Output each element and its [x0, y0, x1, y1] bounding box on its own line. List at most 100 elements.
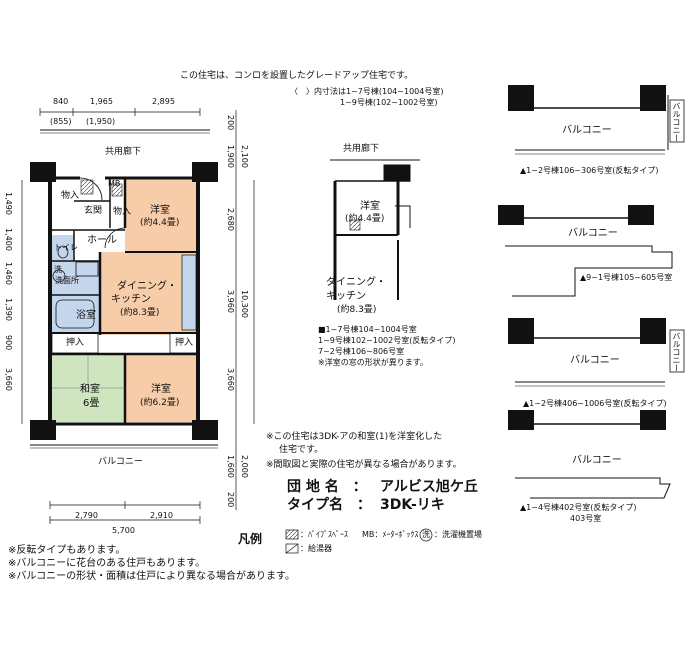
dimension-lines	[21, 108, 255, 524]
complex-name-label: 団 地 名 ：	[287, 479, 367, 495]
variant-note-2: 1~9号棟102~1002号室(反転タイプ)	[318, 336, 456, 345]
dim-bottom-total: 5,700	[112, 526, 135, 535]
main-plan-fills	[51, 178, 198, 422]
label-dining: ダイニング・	[117, 281, 177, 292]
type-name-value: 3DK-リキ	[380, 497, 445, 513]
label-dining-area: (約8.3畳)	[120, 308, 160, 318]
complex-name-value: アルビス旭ケ丘	[380, 479, 478, 495]
dim-right-6: 10,300	[240, 290, 249, 318]
balcony-2-caption: ▲9~1号棟105~605号室	[580, 273, 673, 282]
dim-right-4: 2,680	[226, 208, 235, 231]
dim-left-1: 1,490	[4, 192, 13, 215]
label-western-small-area: (約4.4畳)	[140, 218, 180, 228]
label-toilet: トイレ	[54, 243, 78, 252]
dim-right-2: 1,900	[226, 145, 235, 168]
variant-western-label: 洋室	[360, 201, 380, 212]
dim-left-6: 3,660	[4, 368, 13, 391]
dim-top-1: 840	[53, 97, 69, 106]
info-note-1: ※この住宅は3DK-アの和室(1)を洋室化した	[266, 432, 443, 442]
balcony-1-label: バルコニー	[562, 125, 612, 136]
balcony-4-caption: ▲1~4号棟402号室(反転タイプ)	[520, 503, 637, 512]
footnote-3: ※バルコニーの形状・面積は住戸により異なる場合があります。	[8, 571, 295, 582]
legend-icons	[285, 528, 433, 554]
variant-note-1: ■1~7号棟104~1004号室	[318, 325, 417, 334]
balcony-1-caption: ▲1~2号棟106~306号室(反転タイプ)	[520, 166, 659, 175]
label-bath: 浴室	[76, 310, 96, 321]
pipe-space-1	[111, 183, 123, 197]
dim-right-1: 200	[226, 115, 235, 131]
inner-dimension-note-1: 〈 〉内寸法は1~7号棟(104~1004号室)	[290, 87, 444, 96]
dim-left-5: 900	[4, 335, 13, 351]
inner-dimension-note-2: 1~9号棟(102~1002号室)	[340, 98, 438, 107]
kitchen-counter	[181, 254, 197, 331]
pipe-space-2	[80, 179, 94, 195]
label-japanese-area: 6畳	[83, 398, 100, 409]
dim-right-8: 1,600	[226, 455, 235, 478]
label-meter-box: MB	[108, 179, 121, 188]
label-washroom: 洗面所	[55, 276, 79, 285]
dim-right-3: 2,100	[240, 145, 249, 168]
footnote-1: ※反転タイプもあります。	[8, 545, 126, 556]
balcony-3-side-label: バルコニー	[672, 332, 681, 372]
variant-dining-area: (約8.3畳)	[337, 305, 377, 315]
dim-top-sub-1: (855)	[50, 117, 72, 126]
label-western-small: 洋室	[150, 205, 170, 216]
dim-right-5: 3,960	[226, 290, 235, 313]
variant-dining-label: ダイニング・	[326, 277, 386, 288]
variant-kitchen-label: キッチン	[326, 291, 366, 302]
type-name-label: タイプ名 ：	[287, 497, 371, 513]
label-entrance: 玄関	[84, 206, 103, 216]
room-western-small	[125, 178, 197, 255]
dim-top-2: 1,965	[90, 97, 113, 106]
label-storage-2: 物入	[113, 207, 132, 217]
balcony-3-caption: ▲1~2号棟406~1006号室(反転タイプ)	[523, 399, 667, 408]
label-closet-left: 押入	[66, 338, 85, 348]
variant-western-area: (約4.4畳)	[345, 214, 385, 224]
main-corridor-label: 共用廊下	[105, 147, 142, 157]
legend-laundry: ：洗濯機置場	[434, 530, 482, 539]
label-western-large: 洋室	[151, 384, 171, 395]
legend-water-heater: ：給湯器	[300, 544, 332, 553]
dim-right-9: 2,000	[240, 455, 249, 478]
dim-bottom-1: 2,790	[75, 511, 98, 520]
main-plan-walls	[30, 129, 218, 449]
laundry-legend-icon	[419, 528, 433, 542]
variant-plan	[330, 159, 420, 300]
dim-left-4: 1,390	[4, 298, 13, 321]
water-heater-legend-icon	[285, 543, 299, 554]
variant-note-4: ※洋室の窓の形状が異ります。	[318, 358, 428, 367]
room-dining-kitchen	[100, 252, 197, 335]
header-note: この住宅は、コンロを設置したグレードアップ住宅です。	[180, 71, 414, 81]
dim-right-10: 200	[226, 492, 235, 508]
balcony-variants	[498, 85, 685, 499]
label-japanese: 和室	[80, 384, 100, 395]
label-hall: ホール	[87, 235, 117, 246]
label-closet-right: 押入	[175, 338, 194, 348]
dim-top-3: 2,895	[152, 97, 175, 106]
dim-top-sub-2: (1,950)	[86, 117, 116, 126]
info-note-2: ※間取図と実際の住宅が異なる場合があります。	[266, 460, 462, 470]
label-storage-1: 物入	[61, 191, 80, 201]
label-western-large-area: (約6.2畳)	[140, 398, 180, 408]
legend-title: 凡例	[238, 532, 263, 546]
legend-meter-box: MB：ﾒｰﾀｰﾎﾞｯｸｽ	[362, 530, 419, 539]
dim-left-3: 1,460	[4, 262, 13, 285]
room-western-large	[125, 354, 197, 422]
pipe-space-legend-icon	[285, 529, 299, 540]
dim-left-2: 1,400	[4, 228, 13, 251]
info-note-1b: 住宅です。	[279, 445, 324, 455]
area-toilet	[52, 235, 74, 261]
washer-mark: 洗	[54, 265, 62, 274]
dim-bottom-2: 2,910	[150, 511, 173, 520]
variant-corridor-label: 共用廊下	[343, 144, 380, 154]
legend-laundry-mark: 洗	[422, 530, 430, 539]
balcony-4-caption-2: 403号室	[570, 514, 602, 523]
label-kitchen: キッチン	[111, 294, 151, 305]
main-balcony-label: バルコニー	[98, 457, 143, 467]
balcony-3-label: バルコニー	[570, 355, 620, 366]
balcony-4-label: バルコニー	[572, 455, 622, 466]
legend-pipe-space: ：ﾊﾟｲﾌﾟｽﾍﾟｰｽ	[300, 530, 348, 539]
variant-note-3: 7~2号棟106~806号室	[318, 347, 405, 356]
balcony-1-side-label: バルコニー	[672, 102, 681, 142]
